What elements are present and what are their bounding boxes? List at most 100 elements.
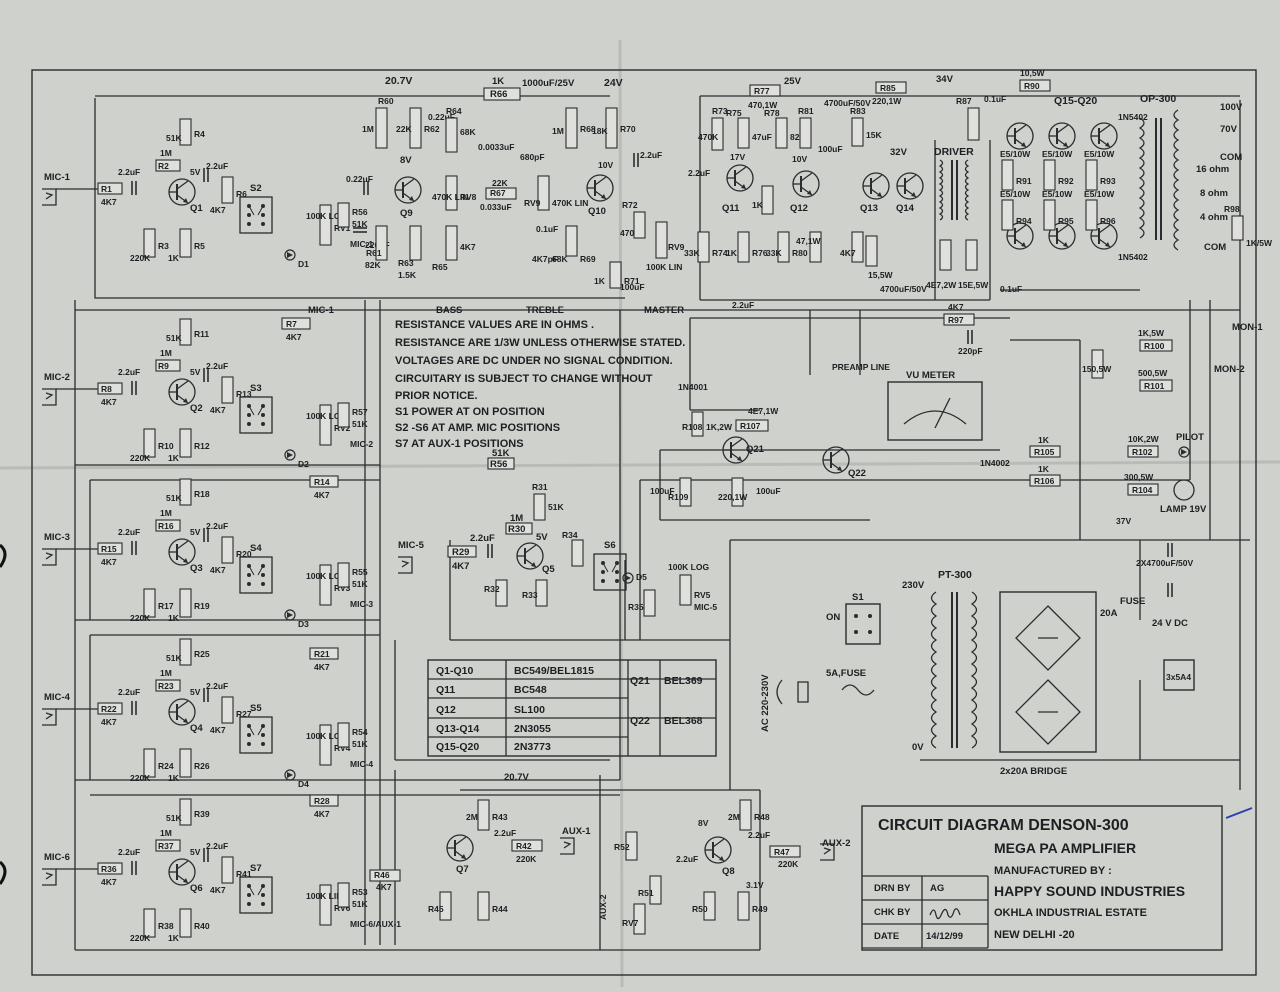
d4001-label: 1N4001	[678, 382, 708, 392]
mic-3-rload-value: 220K	[130, 613, 151, 623]
r65-value: 4K7	[460, 242, 476, 252]
r71-label: R71	[624, 276, 640, 286]
note-6: S1 POWER AT ON POSITION	[395, 406, 545, 418]
emitter-r95-label: R95	[1058, 216, 1074, 226]
emitter-r91-box	[1001, 159, 1014, 191]
mic5-volt: 5V	[536, 532, 548, 543]
note-7: S2 -S6 AT AMP. MIC POSITIONS	[395, 422, 560, 434]
r52-label: R52	[614, 842, 630, 852]
mic-3-re-value: 1K	[168, 613, 180, 623]
mic-6-input-label: MIC-6	[44, 852, 70, 863]
mic-1-rout-box	[221, 176, 234, 204]
r90-value: 10,5W	[1020, 68, 1046, 78]
emitter-r92-box	[1043, 159, 1056, 191]
r63-value: 1.5K	[398, 270, 417, 280]
mic-3-switch-label: S4	[250, 543, 262, 554]
mic-1-cap-label: 2.2uF	[118, 167, 140, 177]
r29-label: R29	[452, 547, 469, 558]
mic-6-rload-label: R38	[158, 921, 174, 931]
rv9b-value: 100K LIN	[646, 262, 682, 272]
mic-1-volt: 5V	[190, 167, 201, 177]
mic-6-potr-value: 51K	[352, 899, 368, 909]
bridge-label: 2x20A BRIDGE	[1000, 766, 1067, 777]
r47-value: 220K	[778, 859, 799, 869]
mic-6-rc-value: 51K	[166, 813, 182, 823]
mic-4-transistor	[168, 698, 196, 726]
mic-1-rc-label: R4	[194, 129, 205, 139]
emitter-r93-box	[1085, 159, 1098, 191]
mic-4-rload-label: R24	[158, 761, 174, 771]
mic-2-cap-in	[131, 380, 137, 396]
c100a-label: 100uF	[650, 486, 675, 496]
r73-label: R73	[712, 106, 728, 116]
r50-label: R50	[692, 904, 708, 914]
fuse5-label: 5A,FUSE	[826, 668, 866, 679]
mic-3-pot-box	[319, 564, 332, 606]
mixer-r21-value: 4K7	[314, 662, 330, 672]
mic-3-led	[284, 609, 296, 621]
q8-label: Q8	[722, 866, 735, 877]
mic-2-cap-label: 2.2uF	[118, 367, 140, 377]
r31-label: R31	[532, 482, 548, 492]
q21-label: Q21	[746, 444, 765, 455]
mic-2-rin-value: 4K7	[101, 397, 117, 407]
mic-2-pot-box	[319, 404, 332, 446]
r35-label: R35	[628, 602, 644, 612]
v230-label: 230V	[902, 580, 925, 591]
mic-2-potr-value: 51K	[352, 419, 368, 429]
q9-label: Q9	[400, 208, 413, 219]
mic-1-rload-box	[143, 228, 156, 258]
mixer-r28-box	[309, 794, 339, 807]
mic-2-transistor	[168, 378, 196, 406]
mic-1-rin-box	[97, 182, 123, 195]
r46-value: 4K7	[376, 882, 392, 892]
emitter-r96-box	[1085, 199, 1098, 231]
emitter-r96-label: R96	[1100, 216, 1116, 226]
mic-6-rout-box	[221, 856, 234, 884]
r106-value: 1K	[1038, 464, 1050, 474]
tbl2-r2-c2: BEL368	[664, 715, 703, 727]
wiring	[74, 95, 1250, 951]
mixer-r14-box	[309, 475, 339, 488]
r82-value: 47,1W	[796, 236, 822, 246]
master-label: MASTER	[644, 305, 684, 316]
mic-6-cap-in	[131, 860, 137, 876]
mic-6-rout-label: R41	[236, 869, 252, 879]
mixer-r14-label: R14	[314, 477, 330, 487]
out-com: COM	[1220, 152, 1242, 163]
ac-label: AC 220-230V	[760, 674, 771, 732]
emitter-r93-label: R93	[1100, 176, 1116, 186]
mic-3-switch	[239, 556, 273, 594]
r68-label: R68	[580, 124, 596, 134]
mic-6-cap-out-label: 2.2uF	[206, 841, 228, 851]
pen-mark	[1225, 807, 1253, 819]
mic-3-led-label: D3	[298, 619, 309, 629]
mic-3-jack	[41, 548, 57, 566]
r74-label: R74	[712, 248, 728, 258]
q22-label: Q22	[848, 468, 866, 479]
r104-label: R104	[1132, 485, 1153, 495]
r70-label: R70	[620, 124, 636, 134]
mic-1-pot-value: 100K LOG	[306, 211, 347, 221]
mic-2-re-box	[179, 428, 192, 458]
lamp-label: LAMP 19V	[1160, 504, 1207, 515]
mic-2-rload-box	[143, 428, 156, 458]
mixer-r7-label: R7	[286, 319, 297, 329]
v32: 32V	[890, 147, 908, 158]
r76-value: 1K	[726, 248, 738, 258]
mic-4-pot-label: RV4	[334, 743, 351, 753]
r67-value: 22K	[492, 178, 508, 188]
transistor-table: Q1-Q10 BC549/BEL1815 Q11 BC548 Q12 SL100…	[427, 659, 717, 757]
mic-4-led-label: D4	[298, 779, 309, 789]
mic-6-bus-label: MIC-6/AUX-1	[350, 919, 401, 929]
mic-3-transistor	[168, 538, 196, 566]
s1-label: S1	[852, 592, 864, 603]
mic-1-potr-label: R56	[352, 207, 368, 217]
q13-label: Q13	[860, 203, 878, 214]
mic-1-rin-value: 4K7	[101, 197, 117, 207]
mic-3-rload-label: R17	[158, 601, 174, 611]
r78-value: 82K	[790, 132, 806, 142]
r98-value: 1K/5W	[1246, 238, 1273, 248]
r83-label: R83	[850, 106, 866, 116]
